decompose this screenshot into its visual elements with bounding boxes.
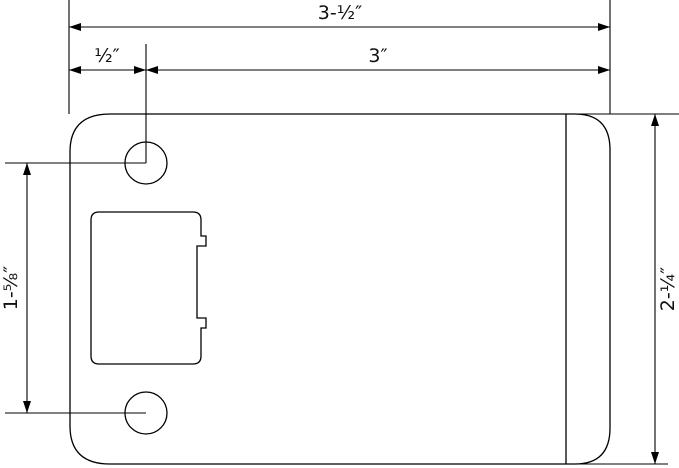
label-hole-spacing: 1-⅝″ [0, 266, 22, 310]
latch-cutout [90, 211, 207, 365]
label-height: 2-¼″ [657, 267, 679, 311]
label-hole-offset: ½″ [94, 45, 120, 67]
label-overall-width: 3-½″ [318, 2, 362, 24]
label-hole-to-edge: 3″ [368, 45, 387, 67]
plate-outline [69, 113, 611, 465]
